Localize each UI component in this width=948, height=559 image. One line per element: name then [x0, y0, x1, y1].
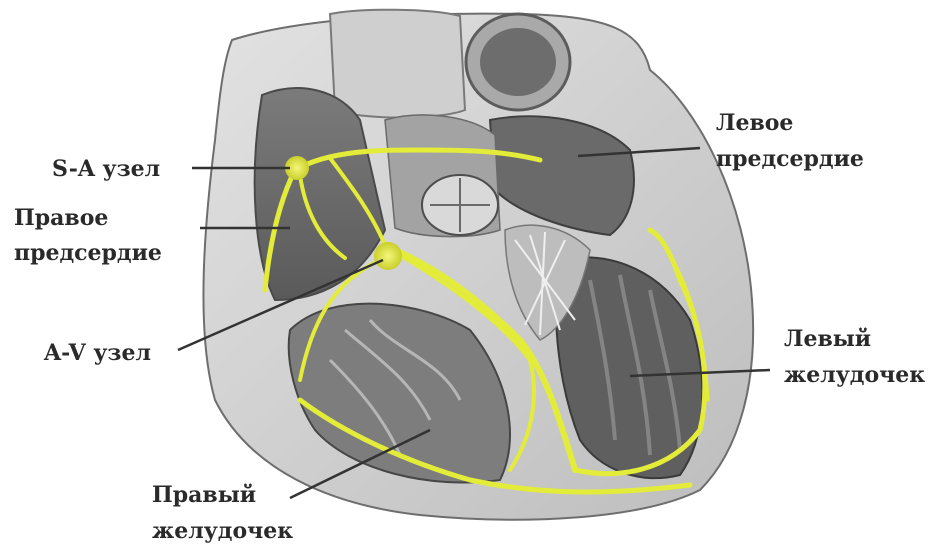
label-av-node: A-V узел — [44, 340, 151, 367]
label-left-ventricle-line2: желудочек — [784, 362, 925, 389]
label-left-atrium-line2: предсердие — [716, 146, 864, 173]
label-right-atrium-line2: предсердие — [14, 240, 162, 267]
label-sa-node: S-A узел — [52, 156, 160, 183]
label-right-ventricle-line1: Правый — [152, 482, 256, 509]
label-left-atrium-line1: Левое — [716, 110, 793, 137]
label-right-ventricle-line2: желудочек — [152, 518, 293, 545]
av-node — [374, 242, 402, 270]
label-right-atrium-line1: Правое — [14, 205, 108, 232]
label-left-ventricle-line1: Левый — [784, 326, 871, 353]
aorta — [330, 10, 465, 118]
